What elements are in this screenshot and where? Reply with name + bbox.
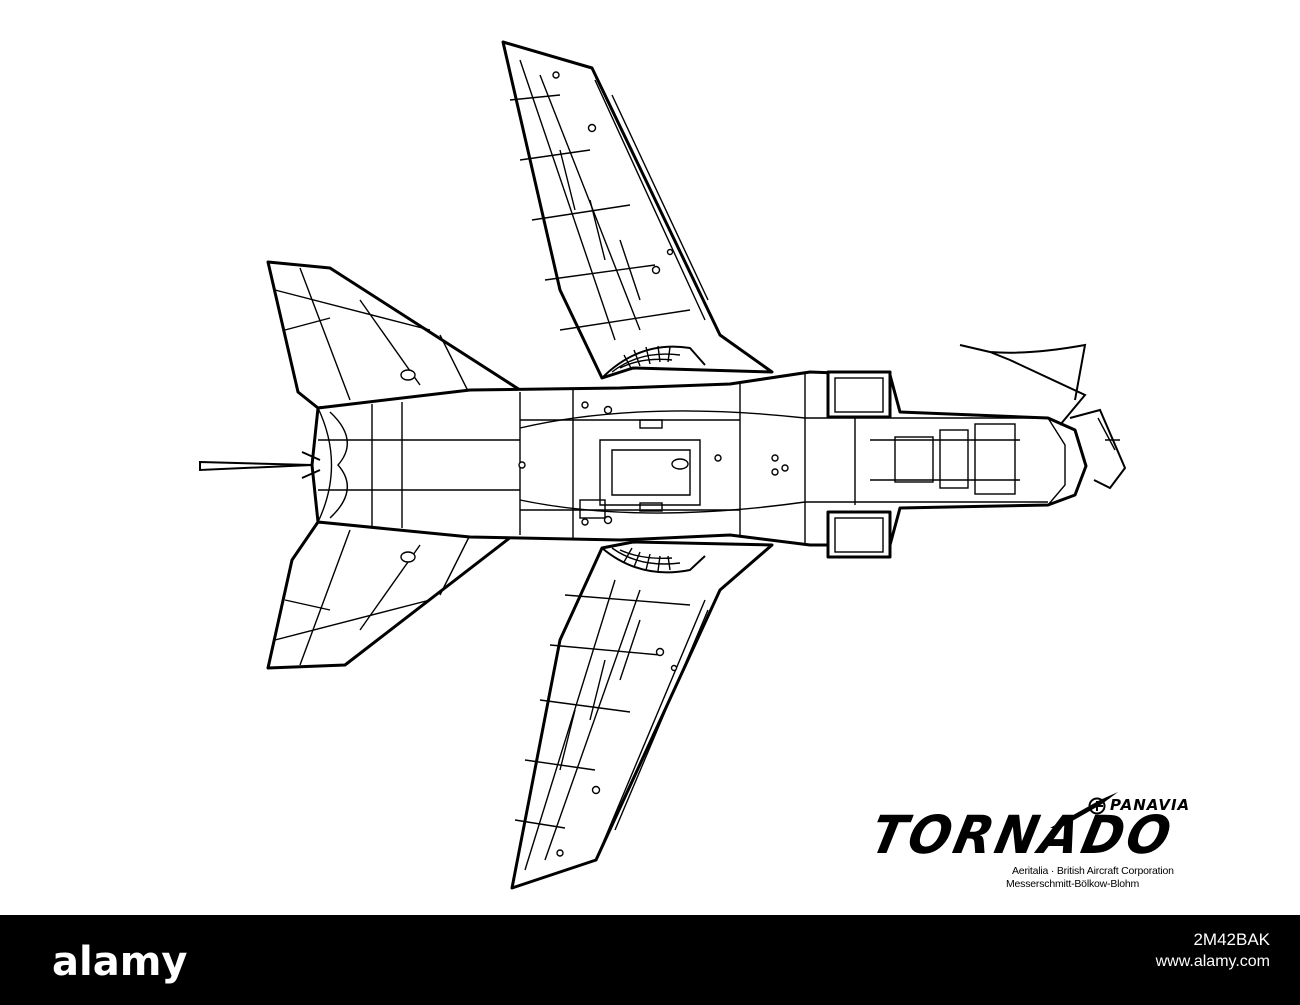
upper-wing xyxy=(501,40,774,380)
watermark-footer: alamy 2M42BAK www.alamy.com xyxy=(0,915,1300,1005)
brand-name: TORNADO xyxy=(865,804,1180,866)
site-url: www.alamy.com xyxy=(1155,953,1270,970)
lower-tailplane xyxy=(266,520,522,670)
brand-maker: PANAVIA xyxy=(1110,796,1191,814)
nose-probe xyxy=(199,343,1127,490)
brand-partners-line-1: Aeritalia · British Aircraft Corporation xyxy=(1012,865,1174,877)
lower-wing xyxy=(510,540,774,890)
panavia-emblem-icon xyxy=(1088,797,1106,815)
brand-partners-line-2: Messerschmitt-Bölkow-Blohm xyxy=(1006,878,1140,890)
fuselage xyxy=(310,370,1088,547)
upper-tailplane xyxy=(266,260,522,410)
logo-swoosh-graphic xyxy=(1050,792,1118,828)
image-id: 2M42BAK xyxy=(1193,930,1270,949)
engine-intakes xyxy=(826,370,892,559)
alamy-logo: alamy xyxy=(52,939,188,985)
tornado-planform-drawing xyxy=(199,40,1127,890)
